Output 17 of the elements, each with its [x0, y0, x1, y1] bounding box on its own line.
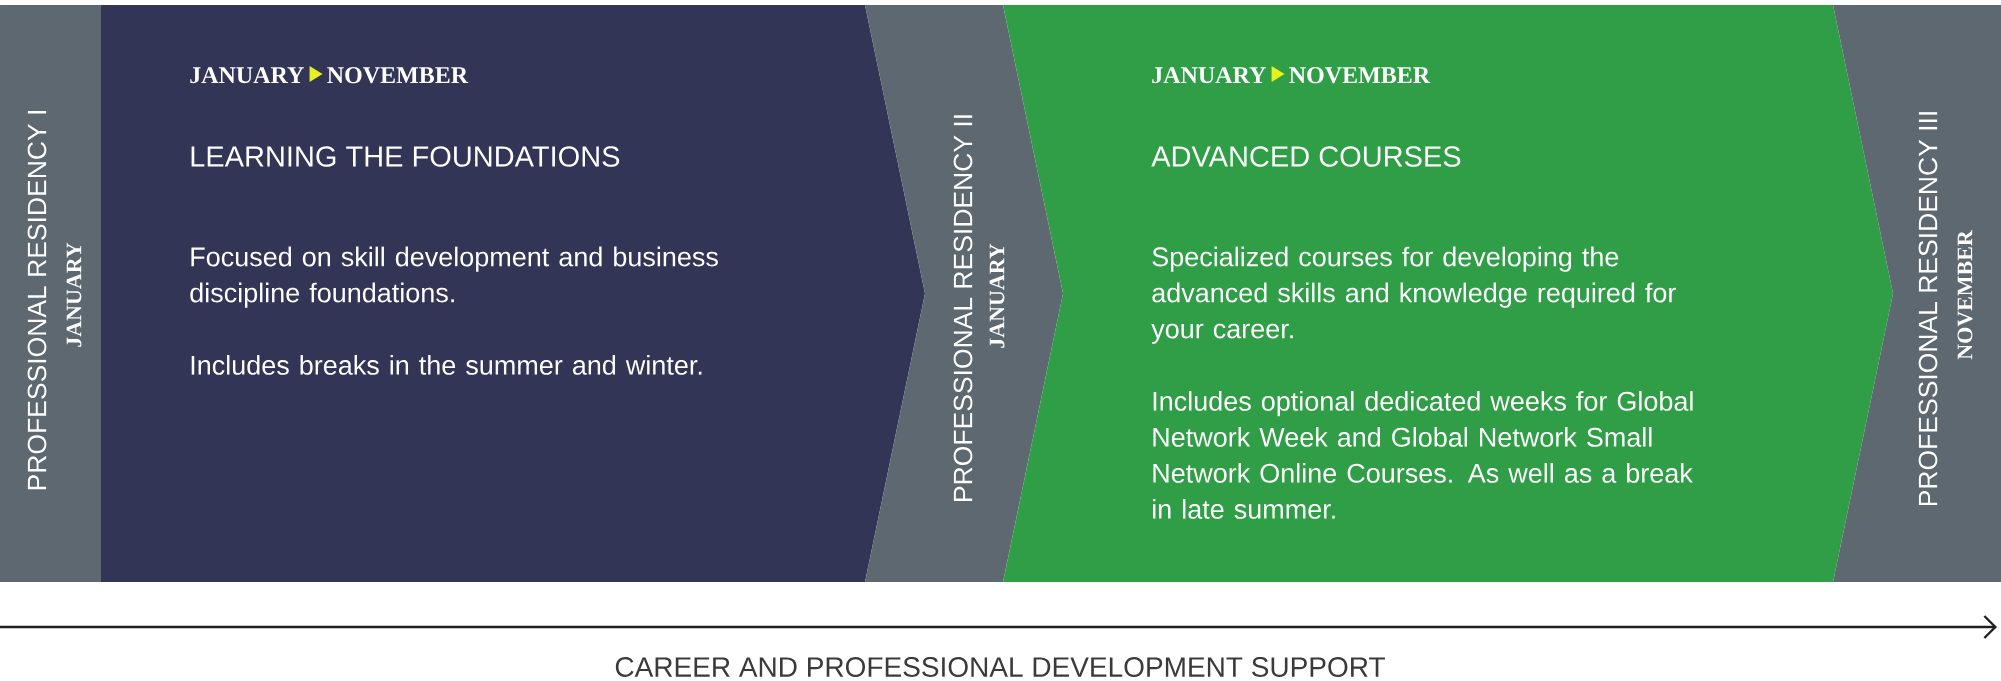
date-label: JANUARY — [190, 67, 304, 84]
body-text: Includes optional dedicated weeks for Global Network Week and Global Network Small Network Online Courses. As well as a break in late summer. — [1153, 391, 1693, 519]
month-label: JANUARY — [989, 243, 1005, 348]
band-title: PROFESSIONAL RESIDENCY III — [1918, 112, 1938, 506]
section-heading: LEARNING THE FOUNDATIONS — [191, 146, 620, 167]
month-label: JANUARY — [66, 242, 82, 347]
date-label: NOVEMBER — [1289, 67, 1431, 84]
section-heading: ADVANCED COURSES — [1151, 146, 1461, 167]
band-title: PROFESSIONAL RESIDENCY II — [953, 115, 973, 501]
date-label: JANUARY — [1152, 67, 1266, 84]
axis-label: CAREER AND PROFESSIONAL DEVELOPMENT SUPPORT — [615, 657, 1385, 677]
band-title: PROFESSIONAL RESIDENCY I — [27, 111, 47, 490]
body-text: Includes breaks in the summer and winter. — [191, 355, 702, 375]
month-label: NOVEMBER — [1957, 230, 1973, 360]
date-label: NOVEMBER — [327, 67, 469, 84]
body-text: Focused on skill development and business discipline foundations. — [190, 246, 718, 308]
body-text: Specialized courses for developing the advanced skills and knowledge required for your career. — [1151, 246, 1676, 344]
